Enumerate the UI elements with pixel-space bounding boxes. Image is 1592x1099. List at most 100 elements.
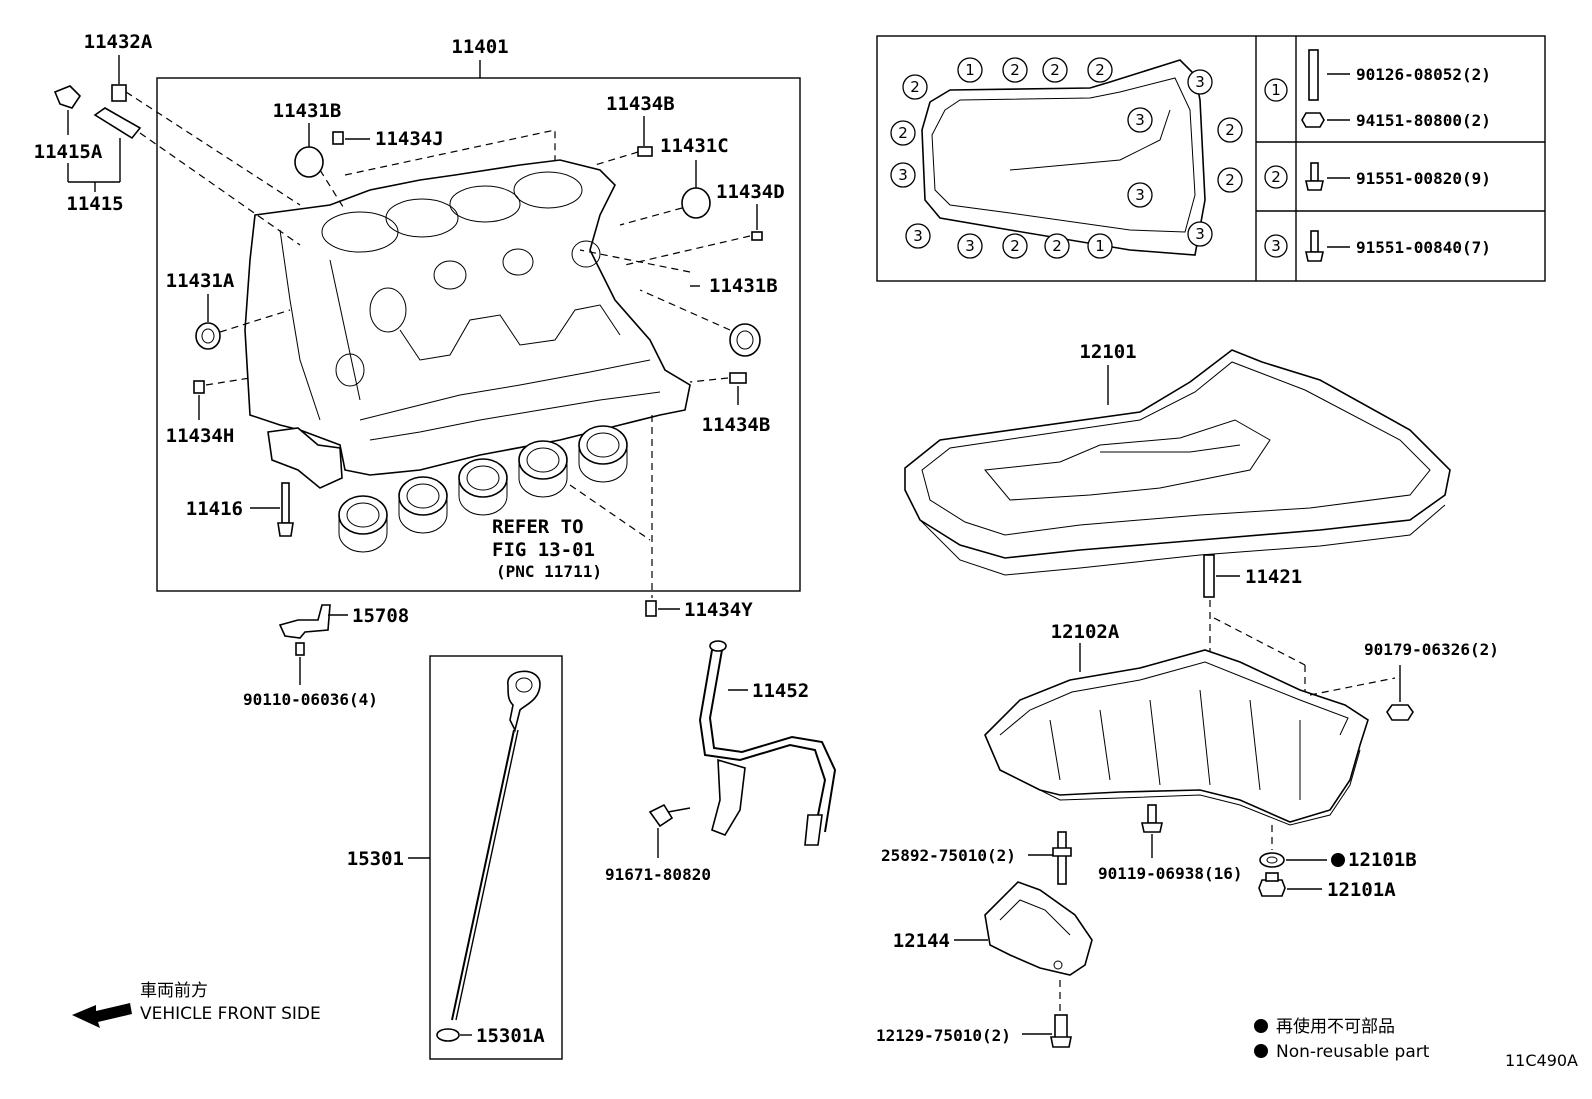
bolt-position-marker: [1002, 57, 1028, 83]
bolt-position-marker: [890, 162, 916, 188]
label-11431B-top: 11431B: [273, 100, 342, 122]
label-15301A: 15301A: [476, 1025, 545, 1047]
bolt-position-number: 2: [1225, 121, 1235, 139]
bolt-position-number: 2: [1225, 171, 1235, 189]
bolt-position-number: 2: [1050, 61, 1060, 79]
label-11415: 11415: [66, 193, 123, 215]
oil-pan-lower-12102A: [984, 649, 1369, 826]
figure-code: 11C490A: [1505, 1051, 1578, 1070]
label-91671-80820: 91671-80820: [605, 865, 711, 884]
bolt-row-1-marker: [1264, 78, 1288, 102]
bolt-part-94151: 94151-80800(2): [1356, 111, 1491, 130]
label-12102A: 12102A: [1051, 621, 1120, 643]
bolt-position-marker: [1087, 57, 1113, 83]
bracket-12144: [984, 881, 1093, 976]
legend: 再使用不可部品 Non-reusable part: [1254, 1016, 1430, 1062]
stud-bolt-icon: [1308, 49, 1319, 101]
bolt-position-number: 1: [965, 61, 975, 79]
bolt-position-marker: [1042, 57, 1068, 83]
label-11401: 11401: [451, 36, 508, 58]
legend-label-jp: 再使用不可部品: [1276, 1016, 1395, 1037]
label-12101A: 12101A: [1327, 879, 1396, 901]
bolt-position-number: 2: [1095, 61, 1105, 79]
oil-jet-15708: 15708 90110-06036(4): [243, 604, 409, 709]
refer-note-line3: (PNC 11711): [496, 562, 602, 581]
bolt-position-marker: [1217, 167, 1243, 193]
block-small-parts: 11432A 11415A 11415 11431B 11434J 11434B…: [34, 31, 785, 537]
svg-text:1: 1: [1271, 81, 1281, 99]
bolt-position-number: 3: [913, 227, 923, 245]
oil-pan-upper-12101: [904, 349, 1451, 576]
label-11434H: 11434H: [166, 425, 235, 447]
dipstick-guide-11452: 11452 91671-80820: [605, 640, 837, 884]
label-90119-06938: 90119-06938(16): [1098, 864, 1243, 883]
bolt-position-number: 3: [1195, 225, 1205, 243]
label-11431A: 11431A: [166, 270, 235, 292]
bolt-map-frame: [876, 35, 1546, 282]
flange-bolt-icon: [1310, 162, 1319, 182]
bolt-position-marker: [1187, 69, 1213, 95]
label-11434Y: 11434Y: [684, 599, 753, 621]
bolt-part-91551-00840: 91551-00840(7): [1356, 238, 1491, 257]
label-15708: 15708: [352, 605, 409, 627]
bolt-position-marker: [902, 74, 928, 100]
label-90110-06036: 90110-06036(4): [243, 690, 378, 709]
bolt-position-number: 3: [1195, 73, 1205, 91]
label-12101B: 12101B: [1348, 849, 1417, 871]
vehicle-front-label-en: VEHICLE FRONT SIDE: [140, 1004, 321, 1024]
bolt-position-marker: [1187, 221, 1213, 247]
bolt-position-number: 3: [965, 237, 975, 255]
crankshaft-bearings: [338, 425, 628, 553]
bolt-position-number: 3: [1135, 186, 1145, 204]
vehicle-front-label-jp: 車両前方: [140, 981, 208, 1001]
svg-text:3: 3: [1271, 237, 1281, 255]
label-11434J: 11434J: [375, 128, 444, 150]
label-90179-06326: 90179-06326(2): [1364, 640, 1499, 659]
block-assembly-frame: [156, 77, 801, 592]
bolt-position-marker: [1087, 233, 1113, 259]
flange-bolt-long-icon: [1310, 230, 1319, 253]
bolt-part-91551-00820: 91551-00820(9): [1356, 169, 1491, 188]
legend-label-en: Non-reusable part: [1276, 1042, 1430, 1062]
vehicle-front-arrow: 車両前方 VEHICLE FRONT SIDE: [72, 981, 321, 1028]
svg-text:2: 2: [1271, 168, 1281, 186]
bolt-position-marker: [957, 233, 983, 259]
bolt-position-number: 3: [1135, 111, 1145, 129]
bolt-row-3-marker: [1264, 234, 1288, 258]
label-11434B-right: 11434B: [702, 414, 771, 436]
bolt-position-marker: [1002, 233, 1028, 259]
bolt-part-90126: 90126-08052(2): [1356, 65, 1491, 84]
bolt-table: 1 2 3 90126-08052(2) 94151-80800(2) 9155…: [1264, 49, 1491, 262]
nut-icon: [1301, 112, 1325, 128]
label-12129-75010: 12129-75010(2): [876, 1026, 1011, 1045]
bolt-position-marker: [890, 120, 916, 146]
arrow-left-icon: [72, 1003, 132, 1028]
dipstick-frame: [429, 655, 563, 1060]
label-12101: 12101: [1079, 341, 1136, 363]
bolt-position-marker: [905, 223, 931, 249]
refer-note-line1: REFER TO: [492, 516, 584, 538]
bolt-position-marker: [1127, 182, 1153, 208]
label-11415A: 11415A: [34, 141, 103, 163]
bolt-position-number: 2: [1010, 61, 1020, 79]
label-11421: 11421: [1245, 566, 1302, 588]
bolt-position-marker: [957, 57, 983, 83]
bolt-row-2-marker: [1264, 165, 1288, 189]
label-11434D: 11434D: [716, 181, 785, 203]
bolt-position-number: 2: [898, 124, 908, 142]
label-25892-75010: 25892-75010(2): [881, 846, 1016, 865]
bolt-position-marker: [1044, 233, 1070, 259]
bolt-position-marker: [1217, 117, 1243, 143]
label-11431C: 11431C: [660, 135, 729, 157]
legend-marker-jp: [1254, 1019, 1268, 1033]
bolt-position-number: 1: [1095, 237, 1105, 255]
legend-marker-en: [1254, 1044, 1268, 1058]
cylinder-block-illustration: [244, 159, 691, 489]
label-11432A: 11432A: [84, 31, 153, 53]
refer-note-line2: FIG 13-01: [492, 539, 595, 561]
bolt-position-number: 2: [1052, 237, 1062, 255]
bolt-position-marker: [1127, 107, 1153, 133]
